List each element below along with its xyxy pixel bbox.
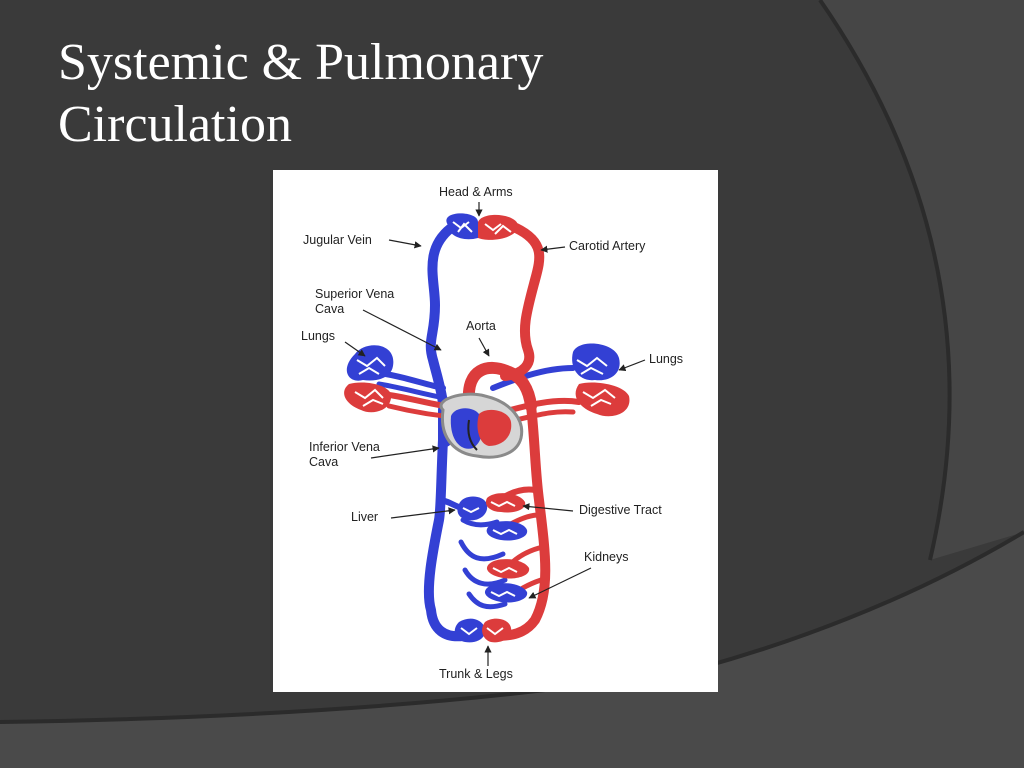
label-ivc-line-2: Cava — [309, 455, 339, 469]
label-lungs-left: Lungs — [301, 329, 336, 343]
descending-aorta — [490, 401, 551, 641]
label-kidneys: Kidneys — [584, 550, 629, 564]
head-capillaries — [446, 213, 519, 240]
left-lung-capillaries — [344, 345, 394, 413]
label-arrows — [344, 202, 646, 666]
veins — [370, 223, 576, 642]
label-digestive-tract: Digestive Tract — [579, 503, 662, 517]
label-trunk-legs: Trunk & Legs — [439, 667, 513, 681]
arrow-carotid — [540, 245, 566, 253]
arrow-digestive — [522, 503, 574, 512]
arrow-ivc — [370, 445, 440, 459]
digestive-capillaries — [485, 493, 528, 541]
arrow-jugular — [388, 239, 422, 249]
arrow-svc — [362, 309, 442, 351]
arrow-liver — [390, 507, 456, 519]
right-lung-capillaries — [572, 343, 630, 417]
slide-title-line-1: Systemic & Pulmonary — [58, 34, 544, 91]
label-jugular-vein: Jugular Vein — [303, 233, 372, 247]
label-lungs-right: Lungs — [649, 352, 684, 366]
legs-capillaries — [454, 618, 512, 643]
label-ivc-line-1: Inferior Vena — [309, 440, 380, 454]
label-svc-line-1: Superior Vena — [315, 287, 395, 301]
liver-capillaries — [457, 496, 488, 521]
heart — [439, 392, 524, 459]
slide-title-line-2: Circulation — [58, 96, 292, 153]
label-aorta: Aorta — [466, 319, 496, 333]
label-svc-line-2: Cava — [315, 302, 345, 316]
label-liver: Liver — [351, 510, 379, 524]
slide-title: Systemic & Pulmonary Circulation — [58, 32, 818, 156]
label-carotid-artery: Carotid Artery — [569, 239, 646, 253]
circulation-diagram: Head & Arms Jugular Vein Carotid Artery … — [273, 170, 718, 692]
label-superior-vena-cava: Superior Vena Cava — [315, 287, 394, 317]
kidney-capillaries — [484, 559, 530, 603]
inferior-vena-cava — [423, 435, 468, 642]
label-head-arms: Head & Arms — [439, 185, 513, 199]
arrow-aorta — [478, 337, 490, 357]
circulation-drawing — [344, 202, 646, 666]
aorta-arch — [462, 362, 537, 412]
pulmonary-vein-right — [490, 365, 576, 391]
jugular-vein — [425, 223, 456, 435]
arrow-kidneys — [528, 567, 592, 599]
arrow-lungs-left — [344, 341, 366, 357]
label-inferior-vena-cava: Inferior Vena Cava — [309, 440, 380, 470]
carotid-artery — [500, 223, 545, 381]
arrow-lungs-right — [618, 359, 646, 372]
